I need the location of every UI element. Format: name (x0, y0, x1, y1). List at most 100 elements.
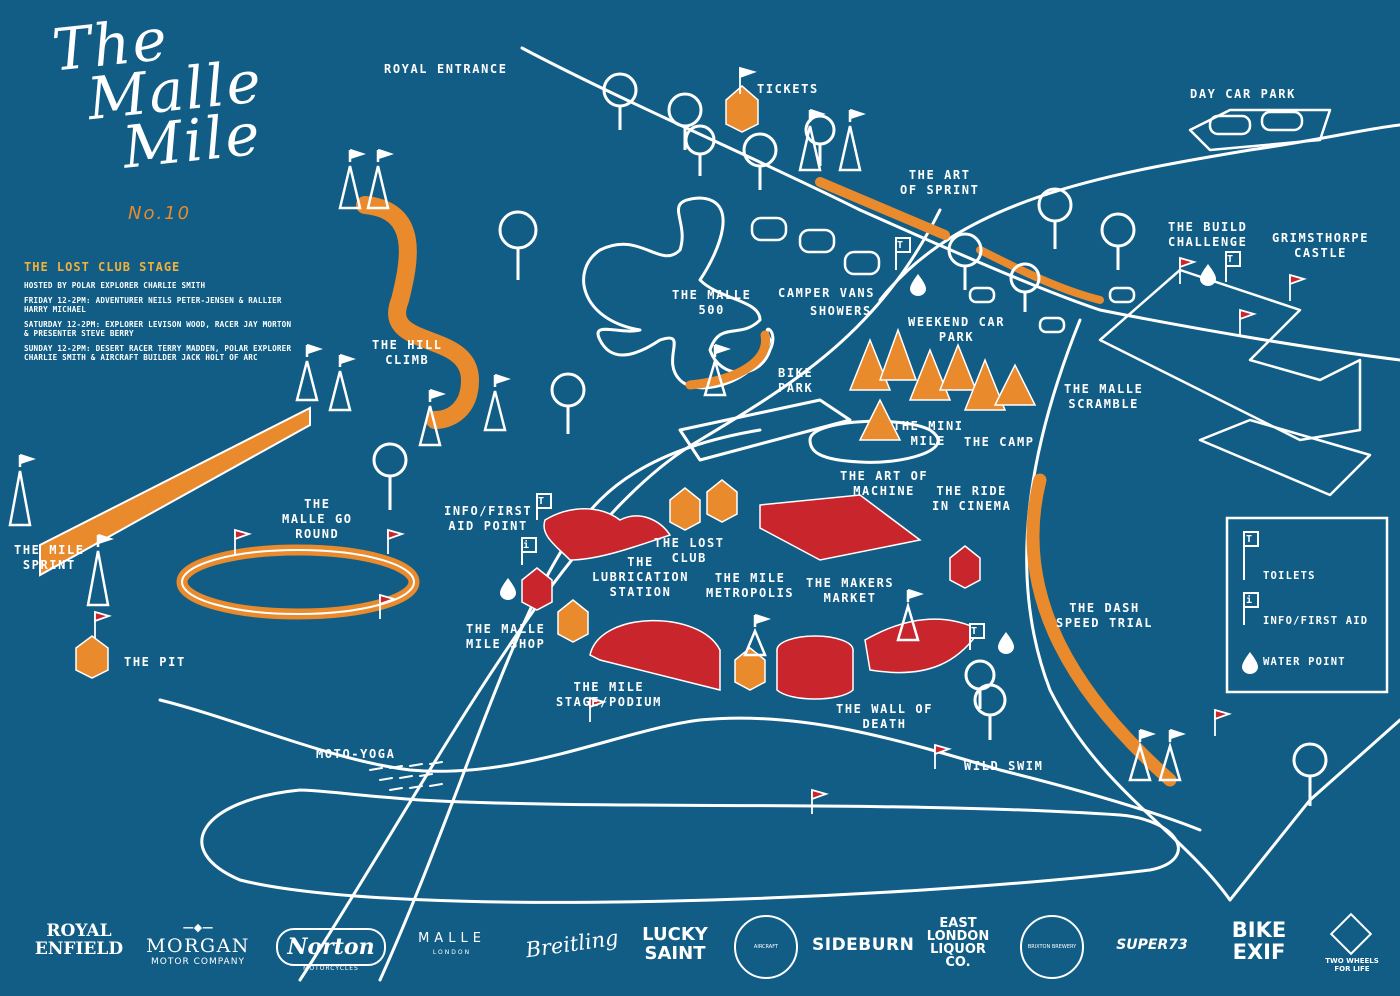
white-tents (8, 108, 1186, 782)
legend-toilet-icon (1243, 531, 1259, 580)
stage-heading: THE LOST CLUB STAGE (24, 260, 181, 274)
bike-park-lane (678, 398, 852, 462)
legend-water-point: WATER POINT (1263, 656, 1346, 668)
label-build-challenge[interactable]: THE BUILD CHALLENGE (1168, 220, 1248, 249)
label-the-pit[interactable]: THE PIT (124, 655, 186, 669)
water-drop-icon (1200, 264, 1216, 286)
festival-title: The Malle Mile (20, 3, 270, 183)
sponsor-lucky-saint[interactable]: LUCKY SAINT (642, 924, 708, 964)
sponsor-breitling[interactable]: Breitling (524, 925, 620, 963)
label-makers-market[interactable]: THE MAKERS MARKET (806, 576, 895, 605)
vehicles (750, 110, 1304, 334)
art-of-sprint-track (815, 177, 950, 240)
legend-toilets: TOILETS (1263, 570, 1316, 582)
castle-outline (1098, 268, 1362, 442)
toilet-marker-letter: T (538, 496, 545, 507)
label-malle-go-round[interactable]: THE MALLE GO ROUND (282, 497, 353, 541)
castle-forecourt (1198, 418, 1372, 497)
stage-sunday: SUNDAY 12-2PM: DESERT RACER TERRY MADDEN… (24, 344, 292, 362)
label-the-camp[interactable]: THE CAMP (964, 435, 1035, 449)
red-structures (521, 494, 982, 700)
top-road (878, 123, 1400, 302)
central-road (298, 208, 942, 982)
label-royal-entrance[interactable]: ROYAL ENTRANCE (384, 62, 508, 76)
label-mile-metropolis[interactable]: THE MILE METROPOLIS (706, 571, 795, 600)
label-day-car-park[interactable]: DAY CAR PARK (1190, 87, 1296, 101)
stage-friday: FRIDAY 12-2PM: ADVENTURER NEILS PETER-JE… (24, 296, 282, 314)
malle-500-finish (685, 330, 770, 390)
malle-500-track (582, 196, 775, 390)
water-drops (500, 264, 1216, 654)
label-lost-club[interactable]: THE LOST CLUB (654, 536, 725, 565)
lower-loop (200, 788, 1180, 904)
orange-buildings (75, 85, 766, 691)
sponsor-morgan-sub: MOTOR COMPANY (151, 957, 245, 967)
water-drop-icon (500, 578, 516, 600)
label-lubrication-station[interactable]: THE LUBRICATION STATION (592, 555, 690, 599)
hill-climb-track (356, 196, 479, 429)
stage-host: HOSTED BY POLAR EXPLORER CHARLIE SMITH (24, 281, 206, 290)
label-art-of-machine[interactable]: THE ART OF MACHINE (840, 469, 929, 498)
sponsor-super73[interactable]: SUPER73 (1116, 937, 1188, 953)
legend-info-first-aid: INFO/FIRST AID (1263, 615, 1369, 627)
label-tickets[interactable]: TICKETS (757, 82, 819, 96)
label-showers[interactable]: SHOWERS (810, 304, 872, 318)
label-mile-stage-podium[interactable]: THE MILE STAGE/PODIUM (556, 680, 662, 709)
toilet-marker-letter: T (971, 626, 978, 637)
edition-number: No.10 (128, 203, 192, 224)
label-ride-in-cinema[interactable]: THE RIDE IN CINEMA (932, 484, 1012, 513)
label-malle-scramble[interactable]: THE MALLE SCRAMBLE (1064, 382, 1144, 411)
east-lane (1228, 718, 1400, 902)
label-dash-speed-trial[interactable]: THE DASH SPEED TRIAL (1056, 601, 1154, 630)
label-art-of-sprint[interactable]: THE ART OF SPRINT (900, 168, 980, 197)
sponsor-sideburn[interactable]: SIDEBURN (812, 935, 915, 955)
toilet-marker-wall (969, 623, 985, 650)
label-malle-500[interactable]: THE MALLE 500 (672, 288, 752, 317)
toilet-marker-info (536, 493, 552, 520)
info-marker-letter: i (523, 540, 530, 551)
info-marker (521, 537, 537, 565)
label-grimsthorpe-castle[interactable]: GRIMSTHORPE CASTLE (1272, 231, 1370, 260)
sponsor-bike-exif[interactable]: BIKE EXIF (1231, 918, 1287, 964)
sponsor-malle-sub: LONDON (432, 949, 472, 956)
dash-speed-trial-track (1026, 473, 1177, 787)
legend-info-letter: i (1246, 595, 1253, 606)
sponsor-east-london-liquor[interactable]: EAST LONDON LIQUOR CO. (926, 916, 990, 970)
label-malle-mile-shop[interactable]: THE MALLE MILE SHOP (466, 622, 546, 651)
label-hill-climb[interactable]: THE HILL CLIMB (372, 338, 443, 367)
camp-tents (848, 327, 1037, 441)
sponsor-aircraft-restoration[interactable]: AIRCRAFT RESTORATION CO (734, 915, 798, 979)
legend-toilet-letter: T (1246, 534, 1253, 545)
lost-club-stage-info: THE LOST CLUB STAGE HOSTED BY POLAR EXPL… (24, 260, 294, 368)
sponsor-brixton-brewery[interactable]: BRIXTON BREWERY (1020, 915, 1084, 979)
map-markers (521, 237, 1241, 650)
legend-water-drop-icon (1242, 652, 1258, 674)
label-wild-swim[interactable]: WILD SWIM (964, 759, 1044, 773)
toilet-marker-build (1225, 251, 1241, 282)
water-drop-icon (998, 632, 1014, 654)
label-mini-mile[interactable]: THE MINI MILE (893, 419, 964, 448)
label-bike-park[interactable]: BIKE PARK (778, 366, 814, 395)
toilet-marker-letter: T (1227, 254, 1234, 265)
morgan-wings-icon: —◆— (182, 921, 214, 934)
legend-box (1225, 516, 1389, 694)
label-camper-vans[interactable]: CAMPER VANS (778, 286, 876, 300)
label-info-first-aid-point[interactable]: INFO/FIRST AID POINT (444, 504, 533, 533)
sponsor-two-wheels-for-life[interactable]: TWO WHEELS FOR LIFE (1325, 957, 1379, 973)
sponsor-morgan[interactable]: MORGAN (146, 935, 250, 957)
label-moto-yoga[interactable]: MOTO-YOGA (316, 747, 396, 761)
moto-yoga-mats (369, 761, 443, 791)
trees (372, 72, 1328, 806)
label-wall-of-death[interactable]: THE WALL OF DEATH (836, 702, 934, 731)
sponsor-logos: ROYAL ENFIELD MORGAN MOTOR COMPANY —◆— N… (0, 905, 1400, 985)
sponsor-malle[interactable]: MALLE (418, 931, 486, 946)
label-weekend-car-park[interactable]: WEEKEND CAR PARK (908, 315, 1006, 344)
sponsor-norton[interactable]: Norton (276, 928, 386, 966)
sponsor-royal-enfield[interactable]: ROYAL ENFIELD (34, 921, 124, 959)
day-car-park-area (1188, 108, 1332, 152)
mile-sprint-track (39, 406, 311, 577)
label-mile-sprint[interactable]: THE MILE SPRINT (14, 543, 85, 572)
river-road (1025, 318, 1232, 902)
stage-saturday: SATURDAY 12-2PM: EXPLORER LEVISON WOOD, … (24, 320, 292, 338)
